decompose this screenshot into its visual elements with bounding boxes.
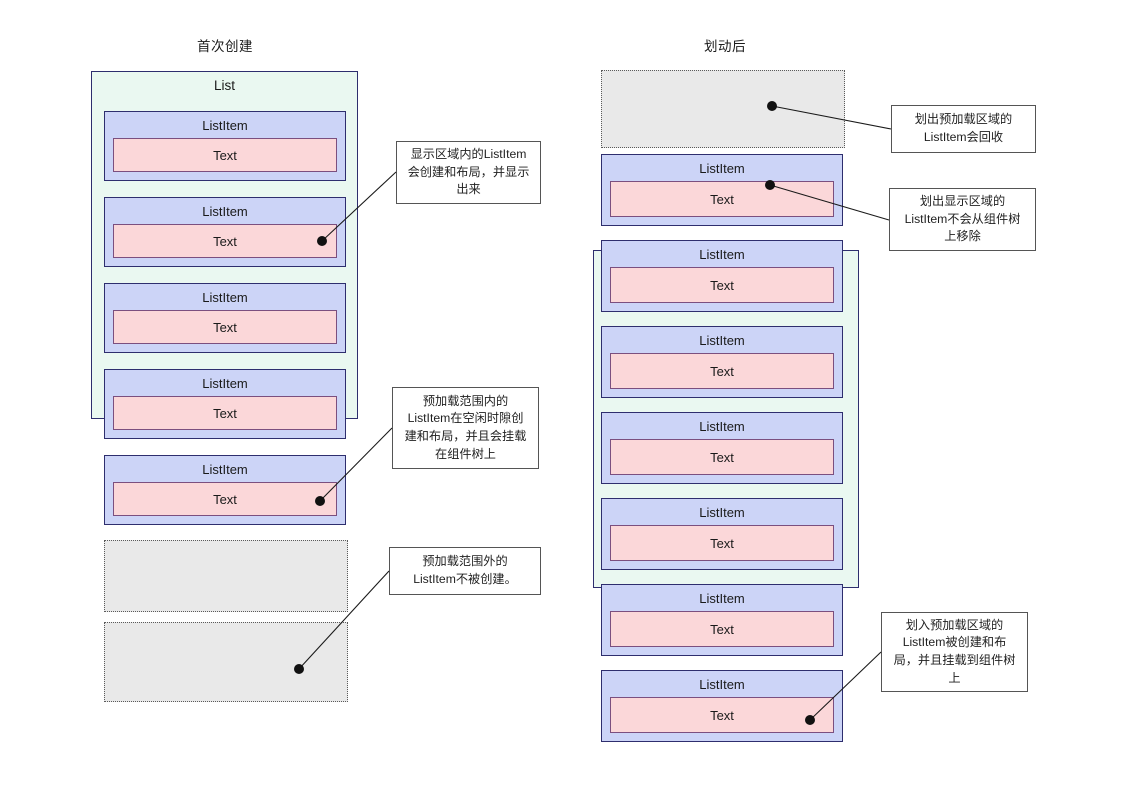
right-list-item-3-label: ListItem (699, 333, 745, 348)
left-list-item-4[interactable]: ListItem Text (104, 369, 346, 439)
right-list-item-3-text: Text (710, 363, 734, 379)
left-list-item-2-label: ListItem (202, 204, 248, 219)
right-list-item-5-text: Text (710, 535, 734, 551)
right-list-item-6[interactable]: ListItem Text (601, 584, 843, 656)
right-list-item-7[interactable]: ListItem Text (601, 670, 843, 742)
right-list-item-6-text-box: Text (610, 611, 834, 647)
left-list-item-3[interactable]: ListItem Text (104, 283, 346, 353)
callout-scroll-in-preload: 划入预加载区域的 ListItem被创建和布 局，并且挂载到组件树 上 (881, 612, 1028, 692)
right-list-item-6-text: Text (710, 621, 734, 637)
callout-scroll-in-preload-text: 划入预加载区域的 ListItem被创建和布 局，并且挂载到组件树 上 (893, 617, 1016, 685)
right-list-item-4[interactable]: ListItem Text (601, 412, 843, 484)
callout-preload-outside: 预加载范围外的 ListItem不被创建。 (389, 547, 541, 595)
right-list-item-3-text-box: Text (610, 353, 834, 389)
left-list-item-1[interactable]: ListItem Text (104, 111, 346, 181)
right-list-item-2[interactable]: ListItem Text (601, 240, 843, 312)
left-list-item-4-label: ListItem (202, 376, 248, 391)
left-column-title: 首次创建 (197, 39, 253, 54)
left-list-item-5[interactable]: ListItem Text (104, 455, 346, 525)
left-list-item-3-text: Text (213, 319, 237, 335)
callout-preload-inside: 预加载范围内的 ListItem在空闲时隙创 建和布局，并且会挂载 在组件树上 (392, 387, 539, 469)
right-list-item-5[interactable]: ListItem Text (601, 498, 843, 570)
left-list-item-1-text: Text (213, 147, 237, 163)
left-list-item-3-label: ListItem (202, 290, 248, 305)
callout-scroll-out-visible: 划出显示区域的 ListItem不会从组件树 上移除 (889, 188, 1036, 251)
right-ghost-item-recycled (601, 70, 845, 148)
left-list-item-4-text-box: Text (113, 396, 337, 430)
left-list-label: List (213, 78, 235, 93)
right-column-title: 划动后 (704, 39, 746, 54)
right-list-item-2-text-box: Text (610, 267, 834, 303)
right-list-item-5-text-box: Text (610, 525, 834, 561)
callout-visible-area: 显示区域内的ListItem 会创建和布局，并显示 出来 (396, 141, 541, 204)
callout-preload-outside-text: 预加载范围外的 ListItem不被创建。 (413, 554, 517, 586)
right-list-item-7-text-box: Text (610, 697, 834, 733)
right-list-item-2-text: Text (710, 277, 734, 293)
left-list-item-2-text-box: Text (113, 224, 337, 258)
left-list-item-3-text-box: Text (113, 310, 337, 344)
left-list-item-5-label: ListItem (202, 462, 248, 477)
callout-scroll-out-preload: 划出预加载区域的 ListItem会回收 (891, 105, 1036, 153)
right-list-item-2-label: ListItem (699, 247, 745, 262)
right-list-item-7-text: Text (710, 707, 734, 723)
right-list-item-1-label: ListItem (699, 161, 745, 176)
right-list-item-4-text-box: Text (610, 439, 834, 475)
left-list-item-2-text: Text (213, 233, 237, 249)
right-list-item-6-label: ListItem (699, 591, 745, 606)
left-ghost-item-1 (104, 540, 348, 612)
left-list-item-1-text-box: Text (113, 138, 337, 172)
left-list-item-5-text-box: Text (113, 482, 337, 516)
right-list-item-5-label: ListItem (699, 505, 745, 520)
left-list-item-1-label: ListItem (202, 118, 248, 133)
right-list-item-4-label: ListItem (699, 419, 745, 434)
right-list-item-1-text: Text (710, 191, 734, 207)
right-list-item-7-label: ListItem (699, 677, 745, 692)
callout-visible-area-text: 显示区域内的ListItem 会创建和布局，并显示 出来 (407, 146, 530, 197)
left-list-item-5-text: Text (213, 491, 237, 507)
right-list-item-4-text: Text (710, 449, 734, 465)
right-list-item-1[interactable]: ListItem Text (601, 154, 843, 226)
left-list-item-4-text: Text (213, 405, 237, 421)
callout-preload-inside-text: 预加载范围内的 ListItem在空闲时隙创 建和布局，并且会挂载 在组件树上 (404, 393, 527, 461)
callout-scroll-out-visible-text: 划出显示区域的 ListItem不会从组件树 上移除 (904, 193, 1021, 244)
callout-scroll-out-preload-text: 划出预加载区域的 ListItem会回收 (914, 112, 1013, 144)
left-ghost-item-2 (104, 622, 348, 702)
left-list-item-2[interactable]: ListItem Text (104, 197, 346, 267)
right-list-item-1-text-box: Text (610, 181, 834, 217)
right-list-item-3[interactable]: ListItem Text (601, 326, 843, 398)
